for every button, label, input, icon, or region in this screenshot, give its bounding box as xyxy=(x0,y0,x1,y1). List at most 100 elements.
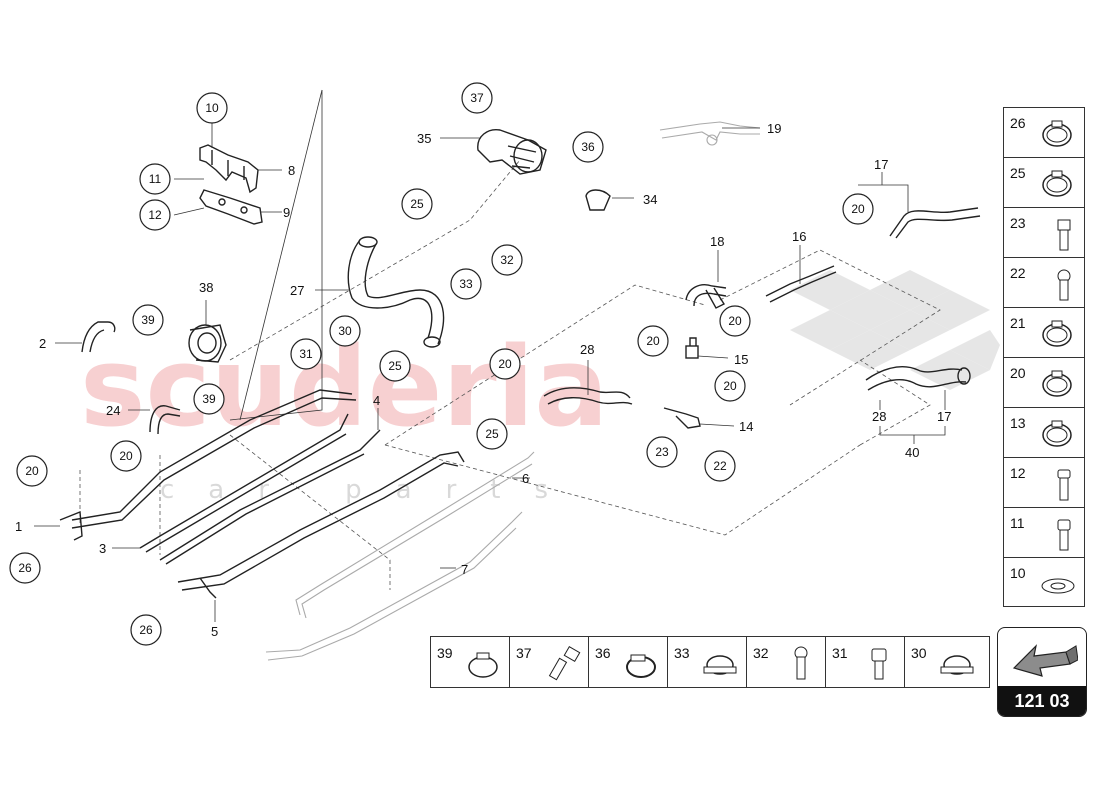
screw-icon xyxy=(1057,469,1071,501)
callout-26: 26 xyxy=(130,614,162,646)
callout-25: 25 xyxy=(401,188,433,220)
rod-part-4 xyxy=(159,429,381,565)
label-24: 24 xyxy=(106,403,120,418)
svg-text:20: 20 xyxy=(25,464,39,478)
legend-item-12: 12 xyxy=(1004,458,1084,508)
label-27: 27 xyxy=(290,283,304,298)
hose-clamp-icon xyxy=(1042,320,1072,347)
pipe-part-1 xyxy=(59,389,357,541)
legend-number: 25 xyxy=(1010,165,1026,181)
hose-part-28 xyxy=(543,387,633,405)
rod-part-3 xyxy=(139,413,349,553)
callout-32: 32 xyxy=(491,244,523,276)
bracket-line xyxy=(239,89,323,421)
legend-number: 23 xyxy=(1010,215,1026,231)
label-3: 3 xyxy=(99,541,106,556)
label-17: 17 xyxy=(874,157,888,172)
legend-row: 39 37 36 33 32 31 30 xyxy=(430,636,990,688)
label-28: 28 xyxy=(872,409,886,424)
label-17: 17 xyxy=(937,409,951,424)
legend-number: 11 xyxy=(1010,515,1025,531)
label-1: 1 xyxy=(15,519,22,534)
leader-lines xyxy=(34,122,946,622)
sensor-part-15 xyxy=(685,337,699,359)
callout-26: 26 xyxy=(9,552,41,584)
legend-item-37: 37 xyxy=(510,637,589,687)
svg-text:12: 12 xyxy=(148,208,162,222)
callout-20: 20 xyxy=(110,440,142,472)
svg-text:36: 36 xyxy=(581,140,595,154)
checker-icon xyxy=(790,270,1000,390)
hose-clamp-icon xyxy=(1042,370,1072,397)
fitting-part-18 xyxy=(685,284,727,309)
label-14: 14 xyxy=(739,419,753,434)
legend-item-36: 36 xyxy=(589,637,668,687)
arrow-icon xyxy=(1012,644,1078,677)
hose-part-27 xyxy=(347,236,445,348)
part-labels: 8 9 38 2 24 1 3 5 4 6 7 27 28 35 34 19 1… xyxy=(15,121,951,639)
bracket-clamp-icon xyxy=(940,655,974,675)
legend-column: 26 25 23 22 21 20 13 12 11 10 xyxy=(1003,107,1085,607)
legend-item-23: 23 xyxy=(1004,208,1084,258)
callout-20: 20 xyxy=(719,305,751,337)
housing-part-35 xyxy=(477,129,547,175)
pipe-part-7 xyxy=(265,511,523,661)
label-35: 35 xyxy=(417,131,431,146)
callout-10: 10 xyxy=(196,92,228,124)
legend-number: 21 xyxy=(1010,315,1026,331)
svg-text:20: 20 xyxy=(646,334,660,348)
legend-item-31: 31 xyxy=(826,637,905,687)
callout-22: 22 xyxy=(704,450,736,482)
callout-39: 39 xyxy=(193,383,225,415)
screw-icon xyxy=(1057,519,1071,551)
pipe-part-6 xyxy=(295,451,535,619)
svg-text:39: 39 xyxy=(202,392,216,406)
callout-20: 20 xyxy=(489,348,521,380)
legend-number: 37 xyxy=(516,645,532,661)
callout-circles: 10 11 12 39 39 20 20 26 26 30 31 25 25 2… xyxy=(9,82,874,646)
svg-text:10: 10 xyxy=(205,101,219,115)
svg-text:32: 32 xyxy=(500,253,514,267)
svg-text:20: 20 xyxy=(498,357,512,371)
hose-clamp-icon xyxy=(1042,120,1072,147)
bracket-part-8 xyxy=(199,144,259,194)
bolt-icon xyxy=(794,646,808,680)
hose-part-24 xyxy=(149,405,181,435)
band-clamp-icon xyxy=(626,654,656,678)
legend-item-39: 39 xyxy=(431,637,510,687)
svg-text:26: 26 xyxy=(18,561,32,575)
label-34: 34 xyxy=(643,192,657,207)
label-6: 6 xyxy=(522,471,529,486)
hose-clamp-icon xyxy=(468,652,498,678)
legend-number: 39 xyxy=(437,645,453,661)
label-38: 38 xyxy=(199,280,213,295)
svg-text:20: 20 xyxy=(851,202,865,216)
svg-text:25: 25 xyxy=(388,359,402,373)
callout-33: 33 xyxy=(450,268,482,300)
clip-part-14 xyxy=(663,407,701,429)
callout-31: 31 xyxy=(290,338,322,370)
hose-clamp-icon xyxy=(1042,170,1072,197)
callout-25: 25 xyxy=(379,350,411,382)
watermark-sub: car parts xyxy=(160,475,582,505)
hose-part-2 xyxy=(81,321,116,353)
legend-item-13: 13 xyxy=(1004,408,1084,458)
label-28: 28 xyxy=(580,342,594,357)
legend-number: 22 xyxy=(1010,265,1026,281)
label-9: 9 xyxy=(283,205,290,220)
legend-item-21: 21 xyxy=(1004,308,1084,358)
label-4: 4 xyxy=(373,393,380,408)
callout-30: 30 xyxy=(329,315,361,347)
svg-text:22: 22 xyxy=(713,459,727,473)
legend-number: 31 xyxy=(832,645,848,661)
screw-icon xyxy=(871,648,887,680)
label-19: 19 xyxy=(767,121,781,136)
label-40: 40 xyxy=(905,445,919,460)
callout-20: 20 xyxy=(842,193,874,225)
svg-text:11: 11 xyxy=(149,172,162,186)
callout-39: 39 xyxy=(132,304,164,336)
legend-item-30: 30 xyxy=(905,637,984,687)
pipe-part-5 xyxy=(177,451,465,599)
svg-text:25: 25 xyxy=(485,427,499,441)
